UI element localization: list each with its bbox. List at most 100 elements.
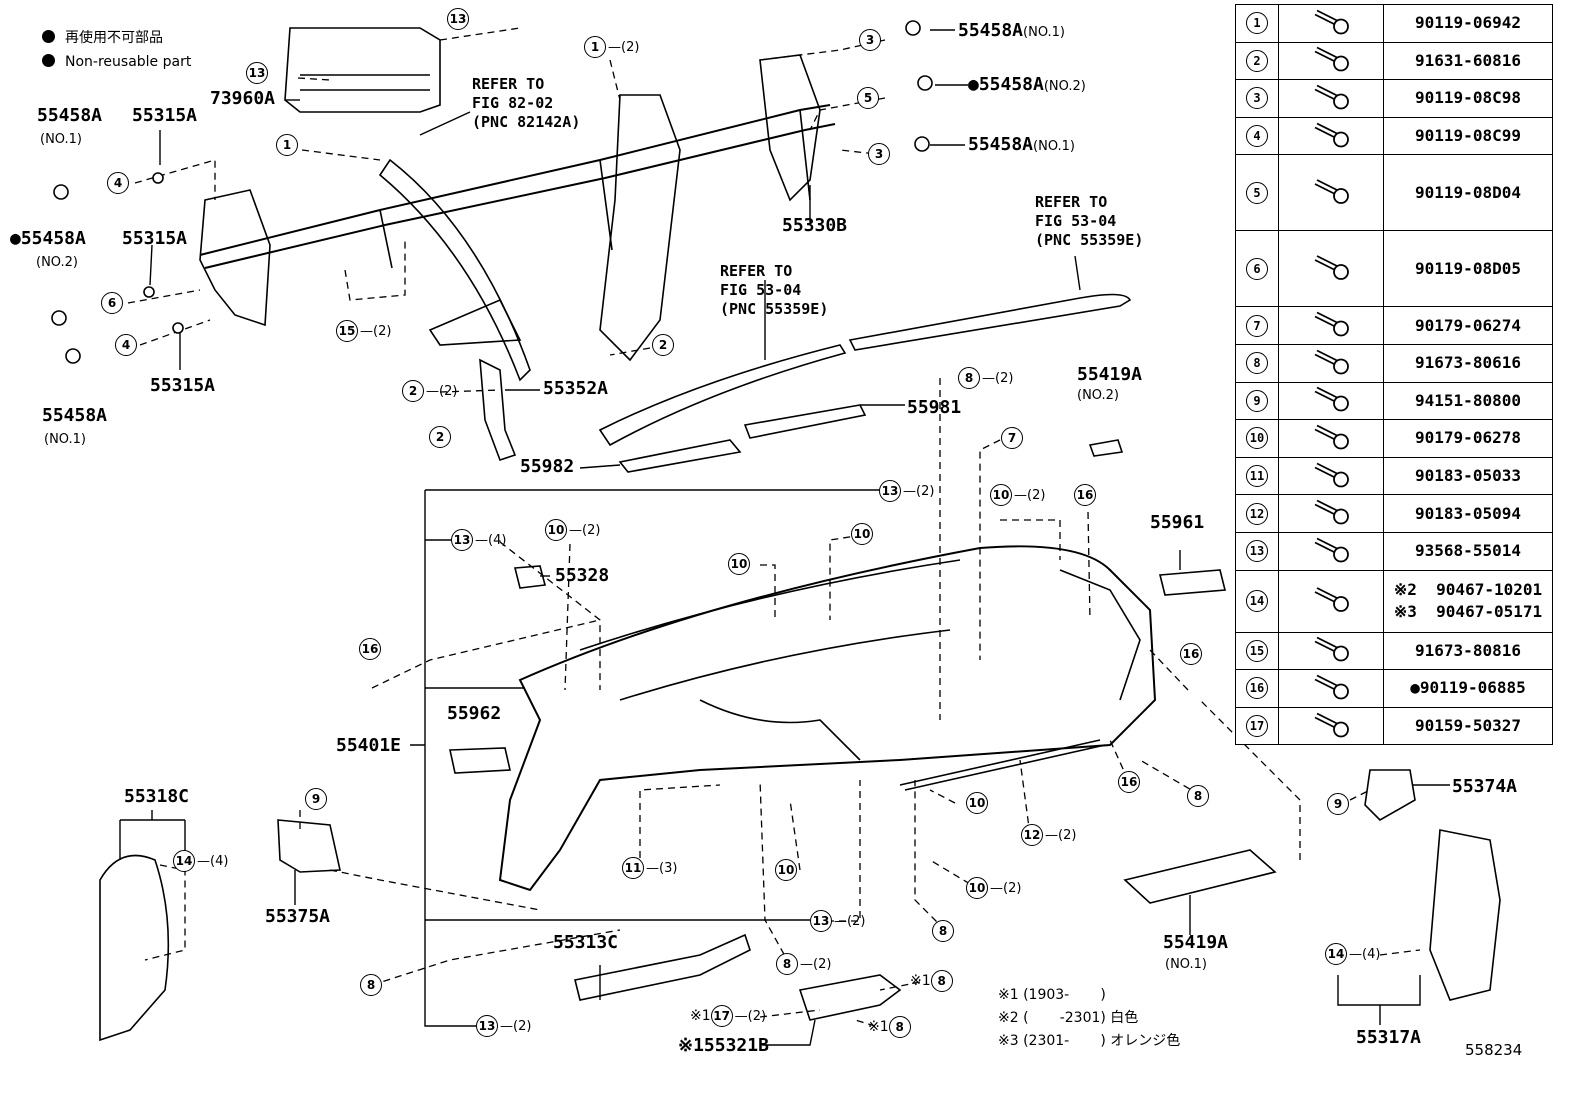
callout-number: 10 bbox=[966, 792, 988, 814]
callout-c10b: 10—(2) bbox=[545, 519, 600, 541]
callout-c2a: 2 bbox=[652, 334, 674, 356]
parts-row-number: 11 bbox=[1235, 456, 1279, 496]
callout-c2c: 2 bbox=[429, 426, 451, 448]
callout-c1a: 1—(2) bbox=[584, 36, 639, 58]
callout-c13e: 13—(2) bbox=[810, 910, 865, 932]
label-55458A-right-1: 55458A(NO.1) bbox=[958, 20, 1066, 41]
row-number-circle: 5 bbox=[1246, 181, 1268, 204]
variant-notes: ※1 (1903- ) ※2 ( -2301) 白色 ※3 (2301- ) オ… bbox=[998, 987, 1181, 1049]
label-55458A-left-bottom: 55458A bbox=[42, 405, 108, 426]
callout-c13b: 13 bbox=[246, 62, 268, 84]
callout-c4b: 4 bbox=[115, 334, 137, 356]
row-number-circle: 4 bbox=[1246, 125, 1268, 148]
callout-c10c: 10 bbox=[851, 523, 873, 545]
callout-quantity: —(4) bbox=[1349, 946, 1381, 962]
label-55458A-right-3: 55458A(NO.1) bbox=[968, 134, 1076, 155]
callout-number: 16 bbox=[1180, 643, 1202, 665]
callout-quantity: —(2) bbox=[1014, 487, 1046, 503]
callout-number: 4 bbox=[107, 172, 129, 194]
parts-row-part-number: 90179-06278 bbox=[1383, 419, 1553, 458]
parts-row-part-number: 90183-05094 bbox=[1383, 494, 1553, 533]
callout-c4a: 4 bbox=[107, 172, 129, 194]
callout-number: 6 bbox=[101, 292, 123, 314]
row-number-circle: 7 bbox=[1246, 314, 1268, 337]
callout-c8d: 8 bbox=[932, 920, 954, 942]
row-number-circle: 12 bbox=[1246, 502, 1268, 525]
refer-to-fig-53-04-right[interactable]: REFER TO FIG 53-04 (PNC 55359E) bbox=[1035, 193, 1144, 249]
label-55458A-right-2: ●55458A(NO.2) bbox=[968, 74, 1086, 95]
callout-number: 8 bbox=[360, 974, 382, 996]
row-number-circle: 11 bbox=[1246, 465, 1268, 488]
callout-number: 9 bbox=[305, 788, 327, 810]
callout-c11: 11—(3) bbox=[622, 857, 677, 879]
label-55321B: ※155321B bbox=[678, 1035, 769, 1056]
callout-number: 14 bbox=[173, 850, 195, 872]
parts-row-part-number: ●90119-06885 bbox=[1383, 669, 1553, 708]
callout-c12: 12—(2) bbox=[1021, 824, 1076, 846]
callout-c14b: 14—(4) bbox=[1325, 943, 1380, 965]
label-55458A-left-bottom-sub: (NO.1) bbox=[44, 432, 86, 447]
callout-c8e: 8—(2) bbox=[776, 953, 831, 975]
fastener-icon bbox=[1278, 41, 1384, 81]
callout-number: 1 bbox=[276, 134, 298, 156]
callout-quantity: —(3) bbox=[646, 860, 678, 876]
diagram-id: 558234 bbox=[1465, 1041, 1523, 1059]
callout-c15: 15—(2) bbox=[336, 320, 391, 342]
row-number-circle: 1 bbox=[1246, 12, 1268, 35]
callout-number: 12 bbox=[1021, 824, 1043, 846]
callout-number: 4 bbox=[115, 334, 137, 356]
label-55317A: 55317A bbox=[1356, 1027, 1422, 1048]
label-55458A-left-mid-sub: (NO.2) bbox=[36, 255, 78, 270]
parts-row-part-number: 90159-50327 bbox=[1383, 706, 1553, 746]
callout-number: 9 bbox=[1327, 793, 1349, 815]
fastener-icon bbox=[1278, 306, 1384, 345]
callout-variant-mark: ※1 bbox=[690, 1008, 711, 1024]
callout-number: 2 bbox=[429, 426, 451, 448]
row-number-circle: 8 bbox=[1246, 352, 1268, 375]
parts-row-number: 16 bbox=[1235, 669, 1279, 708]
callout-quantity: —(2) bbox=[834, 913, 866, 929]
callout-number: 10 bbox=[545, 519, 567, 541]
label-55328: 55328 bbox=[555, 565, 610, 586]
parts-row: 14※2 90467-10201 ※3 90467-05171 bbox=[1235, 569, 1553, 633]
parts-row-number: 14 bbox=[1235, 569, 1279, 633]
callout-c8c: 8 bbox=[360, 974, 382, 996]
callout-number: 13 bbox=[451, 529, 473, 551]
callout-number: 8 bbox=[888, 1016, 911, 1038]
callout-number: 10 bbox=[990, 484, 1012, 506]
refer-to-fig-53-04-left[interactable]: REFER TO FIG 53-04 (PNC 55359E) bbox=[720, 262, 829, 318]
callout-quantity: —(2) bbox=[608, 39, 640, 55]
callout-number: 13 bbox=[246, 62, 268, 84]
callout-number: 13 bbox=[476, 1015, 498, 1037]
label-55318C: 55318C bbox=[124, 786, 190, 807]
callout-c7: 7 bbox=[1001, 427, 1023, 449]
callout-quantity: —(2) bbox=[360, 323, 392, 339]
callout-quantity: —(2) bbox=[990, 880, 1022, 896]
row-number-circle: 14 bbox=[1246, 590, 1268, 613]
label-55458A-left-top: 55458A bbox=[37, 105, 103, 126]
callout-number: 10 bbox=[775, 859, 797, 881]
refer-to-fig-82-02[interactable]: REFER TO FIG 82-02 (PNC 82142A) bbox=[472, 75, 581, 131]
parts-row-number: 7 bbox=[1235, 306, 1279, 345]
parts-row-number: 8 bbox=[1235, 343, 1279, 383]
parts-row: 16 ●90119-06885 bbox=[1235, 669, 1553, 708]
fastener-icon bbox=[1278, 706, 1384, 746]
label-55315A-bottom: 55315A bbox=[150, 375, 216, 396]
row-number-circle: 6 bbox=[1246, 257, 1268, 280]
callout-quantity: —(2) bbox=[1045, 827, 1077, 843]
callout-number: 10 bbox=[966, 877, 988, 899]
callout-c16a: 16 bbox=[1074, 484, 1096, 506]
parts-row-part-number: 90119-08C99 bbox=[1383, 116, 1553, 156]
callout-number: 8 bbox=[930, 970, 953, 992]
callout-number: 3 bbox=[859, 29, 881, 51]
parts-row-part-number: 91631-60816 bbox=[1383, 41, 1553, 81]
parts-row-number: 9 bbox=[1235, 381, 1279, 421]
callout-number: 8 bbox=[932, 920, 954, 942]
